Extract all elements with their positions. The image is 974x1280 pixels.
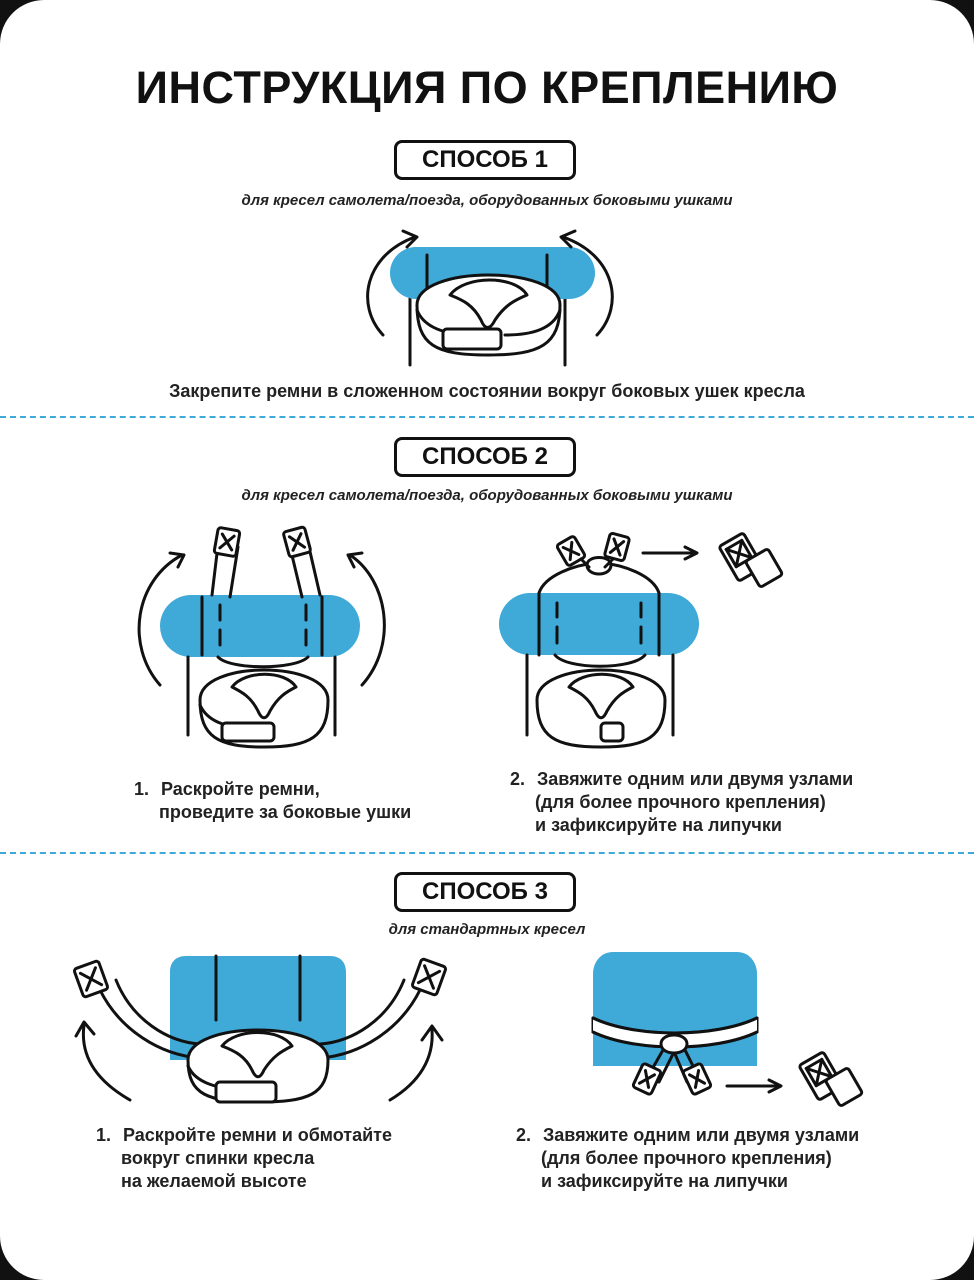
method1-illustration <box>366 229 614 367</box>
strap-icon <box>72 959 202 1060</box>
arrow-curved-icon <box>388 1024 444 1102</box>
method2-step2-illustration <box>499 531 784 749</box>
method3-step1-illustration <box>72 954 448 1104</box>
arrow-right-icon <box>641 545 699 561</box>
strap-icon <box>318 957 448 1060</box>
seat-back-icon <box>170 956 346 1060</box>
strap-icon <box>210 526 242 599</box>
method1-badge: СПОСОБ 1 <box>394 140 576 180</box>
method1-caption: Закрепите ремни в сложенном состоянии во… <box>169 381 805 401</box>
step-number: 1. <box>96 1125 112 1145</box>
arrow-curved-icon <box>137 551 186 687</box>
arrow-curved-icon <box>346 551 386 687</box>
method1-subtitle: для кресел самолета/поезда, оборудованны… <box>241 192 733 209</box>
caption-line: (для более прочного крепления) <box>541 1148 832 1168</box>
method3-step2-illustration <box>591 952 864 1107</box>
strap-icon <box>282 525 322 599</box>
divider <box>0 416 974 418</box>
method2-subtitle: для кресел самолета/поезда, оборудованны… <box>241 487 733 504</box>
caption-line: Раскройте ремни и обмотайте <box>123 1125 393 1145</box>
method2-badge: СПОСОБ 2 <box>394 437 576 477</box>
step-number: 1. <box>134 779 150 799</box>
arrow-curved-icon <box>74 1020 132 1102</box>
strap-icon <box>631 1048 713 1096</box>
velcro-tab-icon <box>718 532 784 588</box>
step-number: 2. <box>516 1125 532 1145</box>
seat-headrest-icon <box>499 593 699 655</box>
arrow-curved-icon <box>366 229 419 337</box>
method3-step1-caption: 1. Раскройте ремни и обмотайте вокруг сп… <box>96 1124 392 1193</box>
caption-line: и зафиксируйте на липучки <box>541 1171 788 1191</box>
velcro-tab-icon <box>798 1051 864 1107</box>
caption-line: Завяжите одним или двумя узлами <box>537 769 854 789</box>
method3-step2-caption: 2. Завяжите одним или двумя узлами (для … <box>516 1124 859 1193</box>
caption-line: проведите за боковые ушки <box>159 802 412 822</box>
divider <box>0 852 974 854</box>
strap-icon <box>555 531 631 569</box>
caption-line: и зафиксируйте на липучки <box>535 815 782 835</box>
method2-step1-caption: 1. Раскройте ремни, проведите за боковые… <box>134 778 411 824</box>
arrow-curved-icon <box>559 229 614 337</box>
seat-headrest-icon <box>160 595 360 657</box>
arrow-right-icon <box>725 1078 783 1094</box>
method2-step2-caption: 2. Завяжите одним или двумя узлами (для … <box>510 768 853 837</box>
caption-line: на желаемой высоте <box>121 1171 307 1191</box>
caption-line: вокруг спинки кресла <box>121 1148 315 1168</box>
method3-subtitle: для стандартных кресел <box>388 921 586 938</box>
page-title: ИНСТРУКЦИЯ ПО КРЕПЛЕНИЮ <box>135 62 839 113</box>
caption-line: Раскройте ремни, <box>161 779 320 799</box>
caption-line: Завяжите одним или двумя узлами <box>543 1125 860 1145</box>
caption-line: (для более прочного крепления) <box>535 792 826 812</box>
method2-step1-illustration <box>137 525 386 749</box>
step-number: 2. <box>510 769 526 789</box>
pillow-icon <box>535 668 667 749</box>
method3-badge: СПОСОБ 3 <box>394 872 576 912</box>
